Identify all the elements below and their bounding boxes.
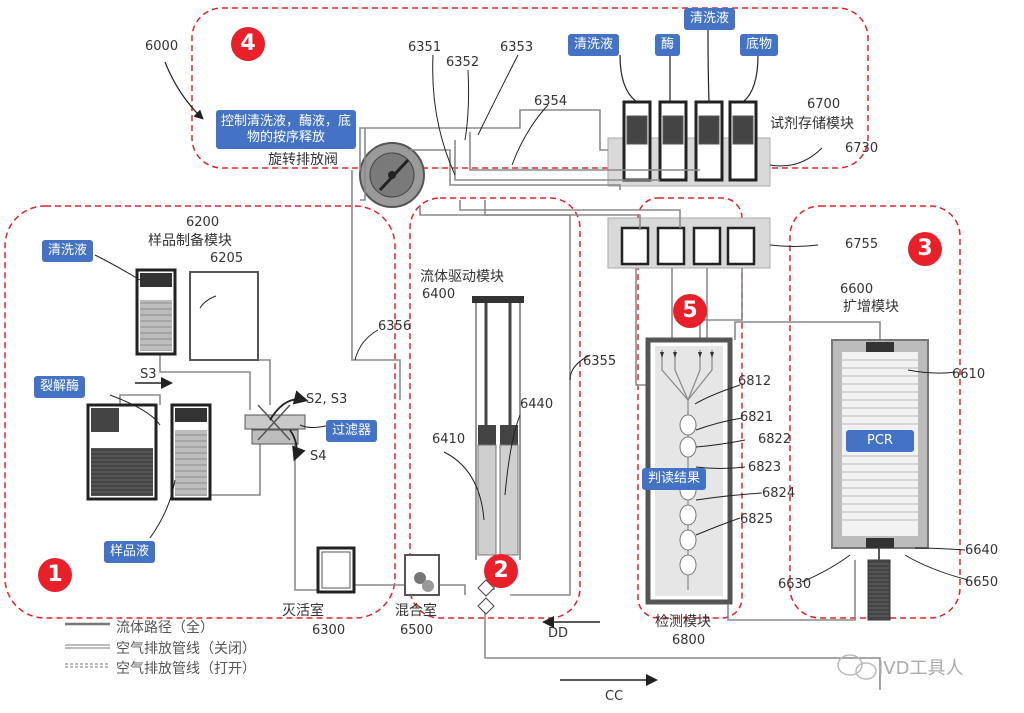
tag-substrate: 底物 — [740, 34, 779, 56]
tag-filter: 过滤器 — [326, 420, 378, 442]
region-badge-2: 2 — [484, 554, 518, 588]
label-dd: DD — [548, 626, 569, 641]
label-6755: 6755 — [845, 237, 879, 252]
label-6356: 6356 — [378, 319, 412, 334]
tag-sample-liquid: 样品液 — [104, 541, 156, 563]
label-6730: 6730 — [845, 141, 879, 156]
label-6410: 6410 — [432, 432, 466, 447]
mixing-chamber — [404, 554, 440, 596]
tag-pcr: PCR — [846, 430, 914, 452]
label-s3: S3 — [140, 367, 157, 382]
sample-prep-module — [86, 268, 309, 501]
amplification-label: 扩增模块 — [843, 299, 899, 315]
legend-air-open: 空气排放管线（打开） — [116, 661, 256, 677]
pointer-lines — [94, 54, 969, 583]
label-6354: 6354 — [534, 94, 568, 109]
reagent-storage-label: 试剂存储模块 — [770, 116, 854, 132]
legend-lines — [65, 622, 110, 668]
mixing-chamber-id: 6500 — [400, 623, 434, 638]
fluid-drive-label: 流体驱动模块 — [420, 269, 504, 285]
label-6440: 6440 — [520, 397, 554, 412]
tag-wash-liquid-top-left: 清洗液 — [568, 34, 620, 56]
label-s4: S4 — [310, 449, 327, 464]
inactivation-chamber-label: 灭活室 — [282, 603, 324, 619]
tag-wash-liquid-top-right: 清洗液 — [684, 8, 736, 30]
legend-air-closed: 空气排放管线（关闭） — [116, 641, 256, 657]
tubing — [119, 109, 881, 690]
label-6355: 6355 — [583, 354, 617, 369]
tag-read-result: 判读结果 — [642, 468, 707, 490]
label-cc: CC — [605, 689, 624, 704]
label-6205: 6205 — [210, 251, 244, 266]
region-badge-1: 1 — [38, 558, 72, 592]
label-6610: 6610 — [952, 367, 986, 382]
label-6824: 6824 — [762, 486, 796, 501]
amplification-module — [831, 339, 929, 621]
label-6353: 6353 — [500, 40, 534, 55]
label-6822: 6822 — [758, 432, 792, 447]
region-5 — [637, 197, 743, 619]
label-6352: 6352 — [446, 55, 480, 70]
valve-block-6755 — [607, 217, 771, 269]
region-badge-4: 4 — [231, 27, 265, 61]
label-6825: 6825 — [740, 512, 774, 527]
label-6823: 6823 — [748, 460, 782, 475]
detection-id: 6800 — [672, 633, 706, 648]
tag-lysis-enzyme: 裂解酶 — [34, 376, 86, 398]
tag-valve-control: 控制清洗液，酶液，底物的按序释放 — [216, 110, 356, 150]
legend-fluid-path: 流体路径（全） — [116, 620, 214, 636]
check-valves — [477, 579, 495, 615]
watermark-text: IVD工具人 — [878, 658, 964, 679]
amplification-id: 6600 — [840, 282, 874, 297]
system-id-label: 6000 — [145, 39, 179, 54]
region-badge-5: 5 — [673, 294, 707, 328]
inactivation-chamber-id: 6300 — [312, 623, 346, 638]
region-4 — [191, 7, 869, 169]
mixing-chamber-label: 混合室 — [395, 603, 437, 619]
region-1 — [4, 205, 396, 619]
region-badge-3: 3 — [908, 232, 942, 266]
label-6812: 6812 — [738, 374, 772, 389]
label-6630: 6630 — [778, 577, 812, 592]
detection-label: 检测模块 — [655, 614, 711, 630]
watermark-icon — [837, 654, 877, 680]
inactivation-chamber — [316, 546, 356, 594]
rotary-valve-label: 旋转排放阀 — [268, 152, 338, 168]
rotary-valve — [359, 142, 425, 208]
label-6821: 6821 — [740, 410, 774, 425]
tag-wash-liquid-left: 清洗液 — [42, 240, 94, 262]
label-6650: 6650 — [965, 575, 999, 590]
label-s2s3: S2, S3 — [306, 392, 348, 407]
label-6640: 6640 — [965, 543, 999, 558]
fluid-drive-module — [472, 296, 524, 590]
sample-prep-id: 6200 — [186, 215, 220, 230]
label-6351: 6351 — [408, 40, 442, 55]
reagent-storage-id: 6700 — [807, 97, 841, 112]
region-2 — [409, 197, 581, 619]
system-pointer-arrow — [164, 61, 204, 120]
tag-enzyme: 酶 — [655, 34, 681, 56]
sample-prep-label: 样品制备模块 — [148, 233, 232, 249]
fluid-drive-id: 6400 — [422, 287, 456, 302]
